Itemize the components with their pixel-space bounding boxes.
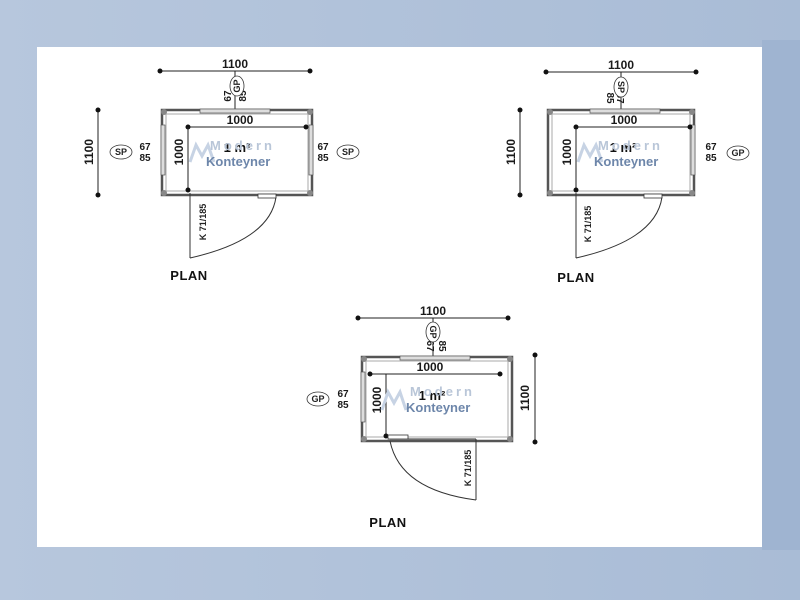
left-window-line1: 67 — [139, 142, 151, 153]
inner-height-dimension: 1000 — [560, 127, 579, 193]
width-label: 1100 — [420, 304, 446, 318]
inner-width-dimension: 1000 — [185, 113, 309, 130]
watermark-line1: Modern — [410, 384, 475, 399]
inner-height-label: 1000 — [370, 386, 384, 413]
area-label: 1 m² — [610, 140, 637, 155]
background-strip — [762, 40, 800, 550]
height-label: 1100 — [504, 139, 518, 165]
container-walls — [360, 355, 514, 443]
inner-width-dimension: 1000 — [573, 113, 693, 130]
right-window-line2: 85 — [317, 153, 329, 164]
door-swing: K 71/185 — [189, 193, 277, 259]
inner-height-label: 1000 — [560, 138, 574, 165]
top-window-line2: 85 — [436, 340, 447, 352]
height-label: 1100 — [82, 139, 96, 165]
top-window-tag: SP — [616, 81, 626, 93]
right-window-marker: 67 85 GP — [705, 142, 750, 164]
plan-label: PLAN — [369, 515, 406, 530]
top-window-line1: 67 — [614, 92, 625, 104]
top-window-tag: GP — [232, 79, 242, 92]
height-dimension: 1100 — [82, 107, 101, 198]
top-window-marker: 67 85 GP — [424, 318, 447, 357]
watermark-line2: Konteyner — [594, 154, 658, 169]
height-label: 1100 — [518, 385, 532, 411]
left-window-marker: GP 67 85 — [306, 389, 349, 411]
width-label: 1100 — [608, 58, 634, 72]
watermark-logo: Modern Konteyner — [380, 384, 475, 415]
area-label: 1 m² — [224, 140, 251, 155]
left-window-marker: SP 67 85 — [109, 142, 151, 164]
plan-top-left: 1100 1100 67 85 GP — [82, 57, 360, 283]
left-window-line2: 85 — [337, 400, 349, 411]
watermark-line1: Modern — [210, 138, 275, 153]
watermark-line1: Modern — [598, 138, 663, 153]
right-window-line1: 67 — [317, 142, 329, 153]
plan-label: PLAN — [170, 268, 207, 283]
container-walls — [546, 108, 696, 197]
left-window-tag: SP — [115, 147, 127, 157]
left-window-tag: GP — [311, 394, 324, 404]
container-walls — [160, 108, 314, 197]
top-window-line1: 67 — [424, 340, 435, 352]
height-dimension: 1100 — [504, 107, 523, 198]
right-window-line1: 67 — [705, 142, 717, 153]
inner-width-label: 1000 — [611, 113, 638, 127]
width-label: 1100 — [222, 57, 248, 71]
watermark-logo: Modern Konteyner — [576, 138, 663, 169]
door-swing: K 71/185 — [387, 434, 477, 501]
plan-label: PLAN — [557, 270, 594, 285]
inner-width-label: 1000 — [227, 113, 254, 127]
watermark-line2: Konteyner — [206, 154, 270, 169]
top-window-line2: 85 — [604, 92, 615, 104]
watermark-line2: Konteyner — [406, 400, 470, 415]
top-window-tag: GP — [428, 325, 438, 338]
height-dimension: 1100 — [518, 352, 538, 445]
right-window-tag: GP — [731, 148, 744, 158]
top-window-line2: 85 — [238, 90, 249, 102]
watermark-logo: Modern Konteyner — [188, 138, 275, 169]
plan-bottom: 1100 1100 67 85 GP — [306, 304, 538, 530]
door-label: K 71/185 — [198, 204, 208, 241]
right-window-marker: 67 85 SP — [317, 142, 360, 164]
inner-height-label: 1000 — [172, 138, 186, 165]
area-label: 1 m² — [419, 388, 446, 403]
inner-width-label: 1000 — [417, 360, 444, 374]
inner-height-dimension: 1000 — [172, 127, 191, 193]
door-swing: K 71/185 — [575, 193, 663, 259]
inner-width-dimension: 1000 — [367, 360, 503, 377]
door-label: K 71/185 — [583, 206, 593, 243]
inner-height-dimension: 1000 — [370, 374, 389, 439]
right-window-line2: 85 — [705, 153, 717, 164]
left-window-line2: 85 — [139, 153, 151, 164]
left-window-line1: 67 — [337, 389, 349, 400]
top-window-marker: 67 85 SP — [604, 72, 629, 110]
top-window-line1: 67 — [223, 90, 234, 102]
right-window-tag: SP — [342, 147, 354, 157]
width-dimension: 1100 — [157, 57, 313, 74]
door-label: K 71/185 — [463, 450, 473, 487]
plan-top-right: 1100 1100 67 85 SP — [504, 58, 750, 285]
top-window-marker: 67 85 GP — [223, 71, 249, 110]
